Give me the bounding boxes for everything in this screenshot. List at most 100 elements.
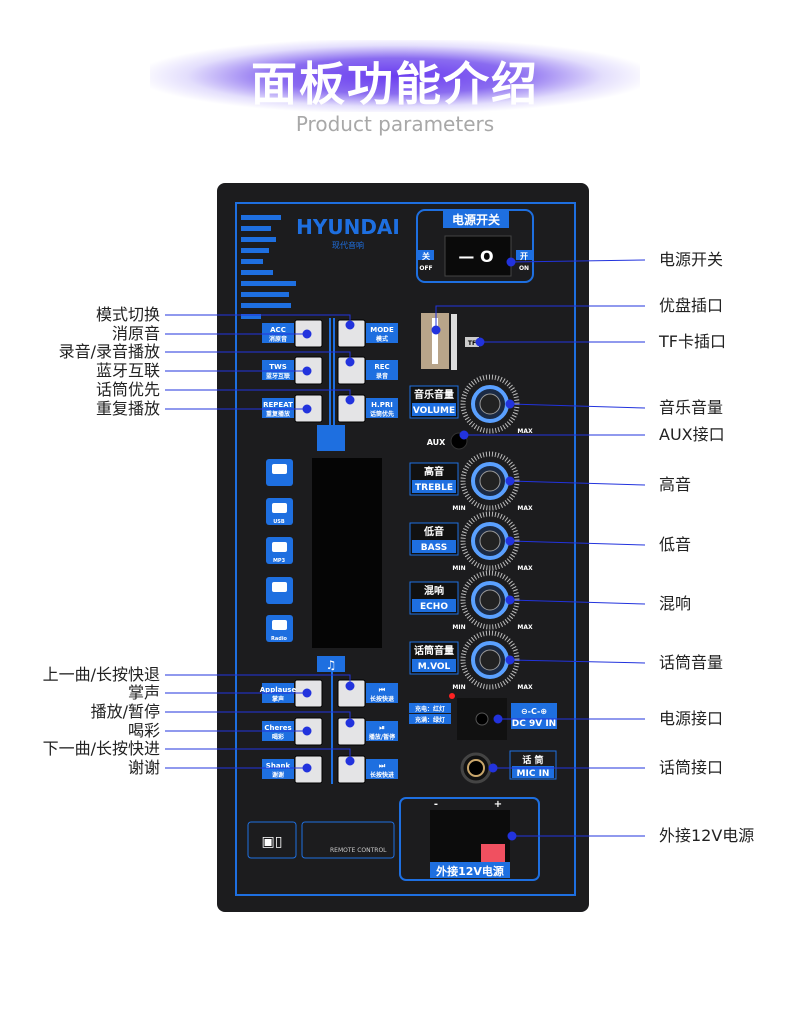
svg-text:音乐音量: 音乐音量 [414, 388, 454, 401]
mp3-icon: MP3 [266, 537, 293, 564]
sd-card-icon [266, 577, 293, 604]
svg-text:长按快退: 长按快退 [370, 695, 394, 703]
callout-right: 混响 [659, 594, 692, 613]
panel-button-panel.buttons_bottom1[interactable]: ⏮长按快退 [337, 679, 398, 708]
callout-left: 下一曲/长按快进 [42, 739, 160, 758]
callout-left: 掌声 [127, 683, 160, 702]
svg-text:⏮: ⏮ [379, 686, 386, 694]
callout-left: 蓝牙互联 [95, 361, 160, 380]
svg-text:MIN: MIN [452, 505, 465, 512]
callout-left: 播放/暂停 [90, 702, 160, 721]
callout-right: 外接12V电源 [659, 826, 755, 845]
svg-text:消原音: 消原音 [269, 335, 287, 343]
svg-text:高音: 高音 [424, 465, 444, 478]
svg-text:MAX: MAX [517, 624, 533, 631]
callout-left: 录音/录音播放 [58, 342, 160, 361]
callout-right: 优盘插口 [659, 296, 724, 315]
svg-text:外接12V电源: 外接12V电源 [435, 864, 504, 878]
svg-text:-: - [434, 799, 438, 810]
svg-text:⏯: ⏯ [379, 724, 385, 732]
svg-text:MAX: MAX [517, 684, 533, 691]
svg-text:M.VOL: M.VOL [418, 662, 451, 672]
svg-text:DC 9V IN: DC 9V IN [512, 719, 556, 729]
svg-text:AUX: AUX [427, 438, 446, 447]
svg-text:电源开关: 电源开关 [452, 212, 500, 227]
svg-text:话 筒: 话 筒 [522, 754, 543, 766]
page-subtitle: Product parameters [295, 112, 495, 136]
panel-button-panel.buttons_bottom3[interactable]: ⏯播放/暂停 [337, 717, 398, 746]
svg-text:MODE: MODE [370, 326, 394, 334]
svg-text:模式: 模式 [376, 335, 388, 343]
display-screen [312, 458, 382, 648]
svg-text:REPEAT: REPEAT [263, 401, 293, 409]
svg-text:Shank: Shank [266, 762, 291, 770]
svg-text:▣▯: ▣▯ [262, 834, 283, 850]
svg-text:话筒优先: 话筒优先 [370, 410, 394, 418]
charge-led [449, 693, 455, 699]
svg-text:蓝牙互联: 蓝牙互联 [266, 372, 290, 380]
svg-text:Applause: Applause [260, 686, 297, 694]
svg-text:Radio: Radio [271, 636, 288, 642]
brand-sub: 现代音响 [332, 240, 364, 250]
svg-text:ACC: ACC [270, 326, 286, 334]
svg-text:TWS: TWS [269, 363, 287, 371]
svg-text:充电：红灯: 充电：红灯 [415, 705, 445, 713]
radio-icon: Radio [266, 615, 293, 642]
svg-text:低音: 低音 [423, 525, 444, 538]
title-banner [150, 40, 640, 112]
music-icon [317, 656, 345, 672]
tf-slot [465, 337, 479, 347]
usb-icon: USB [266, 498, 293, 525]
svg-text:USB: USB [273, 519, 285, 525]
callout-right: 高音 [659, 475, 692, 494]
callout-left: 重复播放 [95, 399, 160, 418]
svg-text:MP3: MP3 [273, 558, 286, 564]
svg-text:谢谢: 谢谢 [272, 771, 284, 779]
knob-echo[interactable]: 混响 ECHO MAX MIN [409, 570, 533, 631]
svg-text:REC: REC [374, 363, 389, 371]
svg-text:⊖-C-⊕: ⊖-C-⊕ [521, 707, 547, 716]
panel-border [235, 202, 576, 896]
svg-text:ECHO: ECHO [420, 602, 448, 612]
callout-right: 电源开关 [659, 250, 724, 269]
svg-text:充满：绿灯: 充满：绿灯 [415, 716, 445, 724]
callout-right: 音乐音量 [659, 398, 724, 417]
svg-text:— O: — O [458, 247, 493, 266]
svg-text:重复播放: 重复播放 [266, 410, 291, 418]
svg-text:Cheres: Cheres [264, 724, 291, 732]
panel-button-panel.buttons_bottom5[interactable]: ⏭长按快进 [337, 755, 398, 784]
svg-text:话筒音量: 话筒音量 [414, 644, 454, 657]
svg-text:MIN: MIN [452, 565, 465, 572]
level-meter-icon [241, 215, 296, 319]
svg-text:TF: TF [468, 340, 476, 347]
svg-text:开: 开 [520, 252, 528, 261]
svg-text:MAX: MAX [517, 505, 533, 512]
svg-text:+: + [494, 799, 502, 810]
callout-left: 喝彩 [127, 721, 160, 740]
svg-text:录音: 录音 [376, 372, 388, 380]
svg-text:MAX: MAX [517, 428, 533, 435]
brand-logo: HYUNDAI [296, 215, 400, 239]
svg-text:MAX: MAX [517, 565, 533, 572]
bluetooth-phone-icon [247, 821, 297, 859]
svg-text:⏭: ⏭ [379, 762, 386, 770]
callout-right: 话筒接口 [659, 758, 724, 777]
callout-left: 消原音 [111, 324, 160, 343]
power-switch [444, 235, 512, 277]
svg-text:掌声: 掌声 [272, 695, 284, 703]
callout-right: AUX接口 [659, 425, 725, 444]
svg-text:REMOTE CONTROL: REMOTE CONTROL [330, 847, 387, 854]
svg-text:MIN: MIN [452, 624, 465, 631]
callout-left: 话筒优先 [95, 380, 160, 399]
svg-text:混响: 混响 [424, 584, 444, 597]
svg-text:播放/暂停: 播放/暂停 [369, 733, 395, 741]
remote-control-icon [301, 821, 395, 859]
callout-right: 话筒音量 [659, 653, 724, 672]
svg-text:OFF: OFF [419, 265, 432, 272]
